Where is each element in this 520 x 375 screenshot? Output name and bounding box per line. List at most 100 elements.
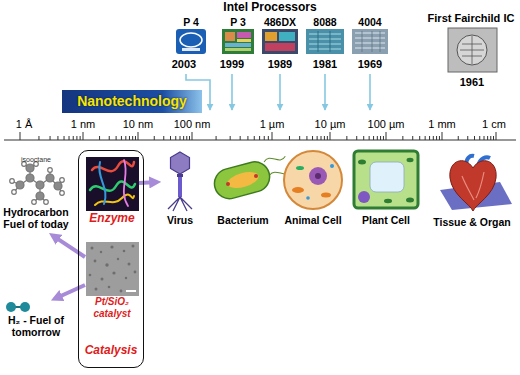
minor-tick (73, 136, 74, 140)
node-label: Virus (160, 214, 200, 229)
picture-label: Animal Cell (275, 214, 351, 226)
picture-node: Enzyme (85, 156, 139, 228)
minor-tick (380, 136, 381, 140)
minor-tick (264, 136, 265, 140)
molecule-picture (6, 302, 30, 312)
minor-tick (467, 136, 468, 140)
minor-tick (170, 136, 171, 140)
catalysis-box: Catalysis EnzymePt/SiO₂ catalyst (78, 150, 144, 368)
major-tick (20, 132, 21, 140)
animal-cell-picture (284, 151, 342, 209)
minor-tick (189, 136, 190, 140)
node-label: Pt/SiO₂ catalyst (85, 296, 139, 323)
chart-heading: Intel Processors (195, 1, 345, 15)
minor-tick (38, 136, 39, 140)
year-label: 1999 (212, 58, 252, 71)
major-tick (272, 132, 273, 140)
scale-label: 1 mm (418, 118, 466, 131)
micrograph-picture (86, 242, 139, 296)
chip-name: 486DX (259, 16, 301, 28)
year-label: 1969 (350, 58, 390, 71)
scale-label: 1 Å (2, 118, 46, 131)
minor-tick (129, 136, 130, 140)
minor-tick (135, 136, 136, 140)
minor-tick (425, 136, 426, 140)
minor-tick (154, 136, 155, 140)
major-tick (442, 132, 443, 140)
minor-tick (324, 136, 325, 140)
minor-tick (183, 136, 184, 140)
minor-tick (317, 136, 318, 140)
scale-label: 1 cm (472, 118, 516, 131)
molecule-picture (10, 162, 65, 205)
major-tick (83, 132, 84, 140)
picture-space (85, 241, 139, 296)
chip-name: 8088 (304, 16, 346, 28)
major-tick (330, 132, 331, 140)
scale-label: 1 nm (59, 118, 107, 131)
minor-tick (346, 136, 347, 140)
minor-tick (327, 136, 328, 140)
picture-label: Bacterium (205, 214, 281, 226)
minor-tick (377, 136, 378, 140)
picture-space (160, 150, 200, 214)
picture-space (2, 156, 70, 206)
minor-tick (321, 136, 322, 140)
minor-tick (479, 136, 480, 140)
major-tick (138, 132, 139, 140)
chip-heading: First Fairchild IC (423, 12, 519, 25)
minor-tick (383, 136, 384, 140)
minor-tick (247, 136, 248, 140)
virus-picture (168, 152, 192, 211)
minor-tick (356, 136, 357, 140)
minor-tick (216, 136, 217, 140)
minor-tick (163, 136, 164, 140)
minor-tick (306, 136, 307, 140)
minor-tick (299, 136, 300, 140)
minor-tick (50, 136, 51, 140)
minor-tick (109, 136, 110, 140)
minor-tick (439, 136, 440, 140)
major-tick (386, 132, 387, 140)
minor-tick (116, 136, 117, 140)
node-label: Hydrocarbon Fuel of today (2, 206, 70, 234)
minor-tick (57, 136, 58, 140)
year-arrows (186, 74, 370, 110)
minor-tick (230, 136, 231, 140)
picture-space (2, 300, 70, 314)
minor-tick (412, 136, 413, 140)
chip-name: P 4 (174, 16, 208, 28)
year-label: 1989 (260, 58, 300, 71)
minor-tick (121, 136, 122, 140)
scale-label: 10 µm (305, 118, 355, 131)
minor-tick (493, 136, 494, 140)
picture-space (85, 156, 139, 211)
organ-picture (440, 156, 512, 211)
arrow-connector (139, 180, 154, 185)
node-label: Catalysis (79, 343, 143, 360)
scale-ruler (4, 132, 516, 140)
minor-tick (474, 136, 475, 140)
minor-tick (363, 136, 364, 140)
year-label: 1981 (305, 58, 345, 71)
minor-tick (373, 136, 374, 140)
minor-tick (369, 136, 370, 140)
minor-tick (268, 136, 269, 140)
minor-tick (125, 136, 126, 140)
minor-tick (132, 136, 133, 140)
arrow-connector (55, 237, 85, 257)
scale-label: 100 nm (165, 118, 219, 131)
minor-tick (64, 136, 65, 140)
picture-node: Virus (160, 150, 200, 229)
plant-cell-picture (354, 151, 418, 208)
picture-label: Plant Cell (348, 214, 424, 226)
minor-tick (99, 136, 100, 140)
minor-tick (458, 136, 459, 140)
picture-node: Pt/SiO₂ catalyst (85, 241, 139, 323)
major-tick (192, 132, 193, 140)
picture-node: H₂ - Fuel of tomorrow (2, 300, 70, 342)
minor-tick (312, 136, 313, 140)
molecule-name: isooctane (2, 156, 70, 164)
bacterium-picture (211, 153, 292, 201)
banner-box: Nanotechnology (62, 90, 202, 113)
